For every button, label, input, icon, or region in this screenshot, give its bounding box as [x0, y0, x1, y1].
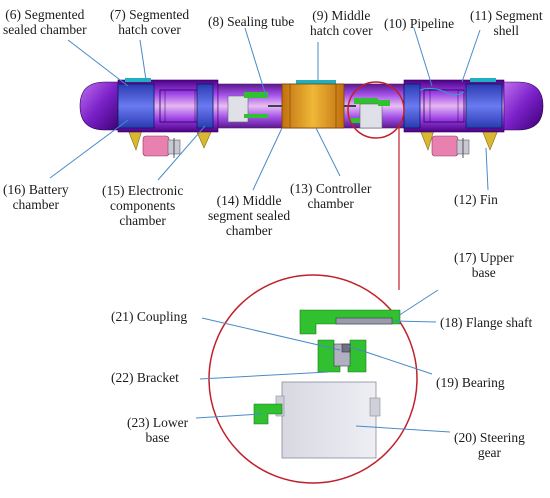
left-end-cap — [79, 81, 121, 131]
flange-shaft — [335, 317, 393, 325]
bearing — [341, 343, 351, 353]
label-flange-shaft: (18) Flange shaft — [440, 315, 533, 330]
electronic-chamber-right — [423, 89, 465, 123]
battery-bracket-left — [196, 83, 214, 129]
label-pipeline: (10) Pipeline — [384, 16, 455, 31]
label-bearing: (19) Bearing — [436, 375, 505, 390]
leader-lines — [49, 27, 489, 433]
controller-chamber — [281, 83, 345, 129]
thruster-motor-right — [431, 135, 470, 158]
zoom-source-circle — [347, 81, 405, 139]
segmented-hatch-cover-left — [125, 78, 151, 82]
bracket-right — [347, 339, 367, 373]
label-sealing-tube: (8) Sealing tube — [208, 14, 295, 29]
label-bracket: (22) Bracket — [111, 370, 179, 385]
steering-gear — [281, 381, 377, 459]
steering-unit-right — [344, 98, 390, 129]
pipeline — [419, 87, 465, 96]
battery-chamber-right-outer — [465, 83, 503, 129]
steering-detail — [253, 309, 401, 459]
battery-chamber-right — [403, 83, 421, 129]
fin — [127, 129, 143, 151]
label-fin: (12) Fin — [454, 192, 498, 207]
middle-hatch-cover — [296, 80, 336, 85]
fin — [195, 129, 213, 149]
fin — [481, 129, 499, 151]
segmented-hatch-cover-right — [470, 78, 496, 82]
lower-base — [253, 403, 283, 425]
battery-chamber-left — [117, 83, 155, 129]
robot-body — [79, 78, 544, 158]
label-coupling: (21) Coupling — [111, 309, 188, 324]
right-end-cap — [502, 81, 544, 131]
thruster-motor-left — [142, 135, 181, 158]
steering-unit-left — [227, 92, 282, 123]
